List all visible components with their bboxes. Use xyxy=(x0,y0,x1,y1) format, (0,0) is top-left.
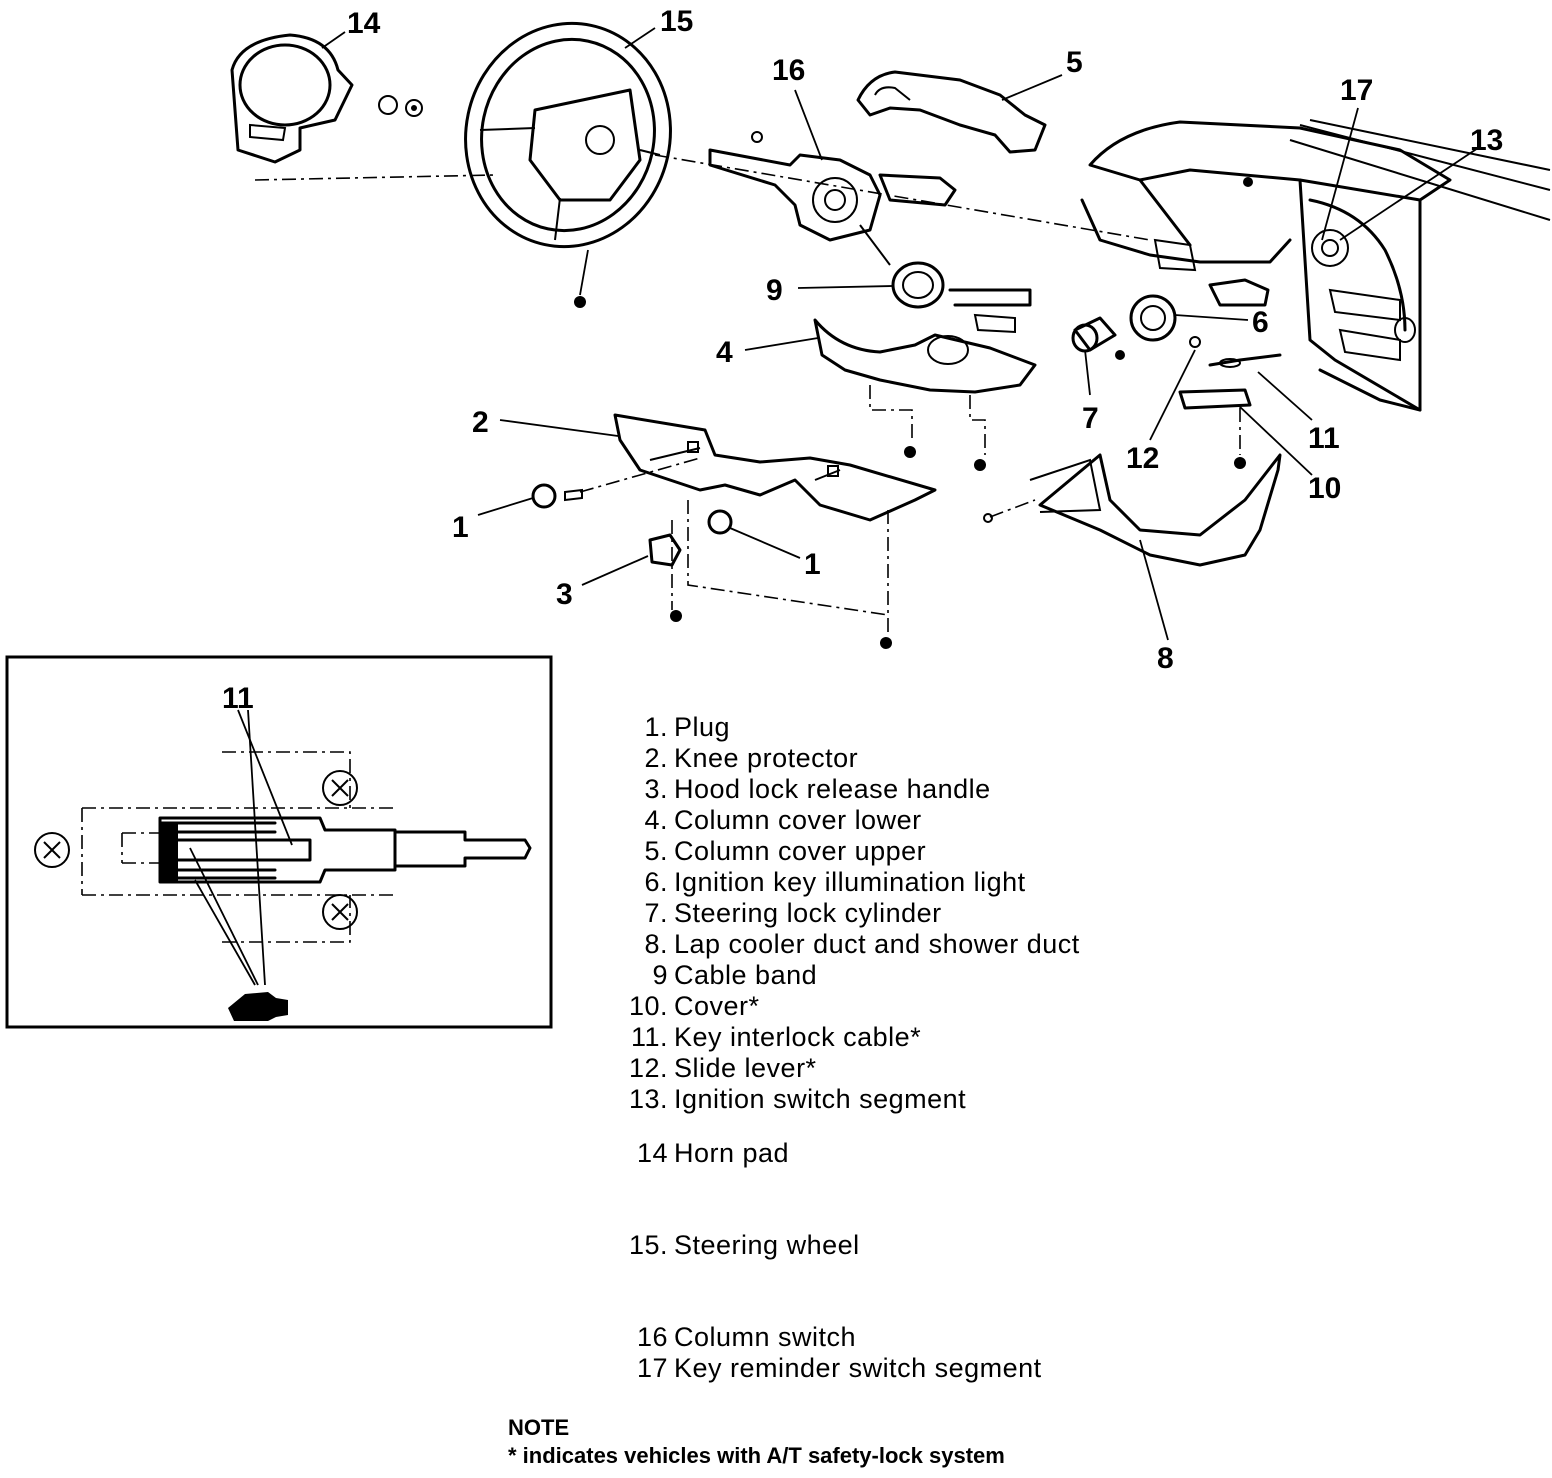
callout-3: 3 xyxy=(556,578,573,611)
legend-item: 6.Ignition key illumination light xyxy=(644,867,1026,897)
cover xyxy=(1178,388,1252,469)
column-cover-upper xyxy=(856,70,1047,154)
steering-lock-cylinder xyxy=(1071,316,1125,360)
legend-item: 2.Knee protector xyxy=(644,743,859,773)
key-interlock-cable xyxy=(1208,353,1282,368)
legend-item: 7.Steering lock cylinder xyxy=(644,898,942,928)
callout-14: 14 xyxy=(347,7,381,40)
legend-item: 8.Lap cooler duct and shower duct xyxy=(644,929,1080,959)
knee-protector xyxy=(579,413,937,522)
callout-13: 13 xyxy=(1470,124,1503,157)
callout-15: 15 xyxy=(660,5,693,38)
callout-5: 5 xyxy=(1066,46,1083,79)
wheel-nut-washer xyxy=(378,95,423,117)
callout-8: 8 xyxy=(1157,642,1174,675)
legend-item: 1.Plug xyxy=(644,712,731,742)
note-text: * indicates vehicles with A/T safety-loc… xyxy=(508,1443,1005,1468)
callout-12: 12 xyxy=(1126,442,1159,475)
legend-item: 12.Slide lever* xyxy=(628,1053,817,1083)
legend-item: 5.Column cover upper xyxy=(644,836,927,866)
column-cover-lower xyxy=(813,318,1037,471)
callout-9: 9 xyxy=(766,274,783,307)
note-heading: NOTE xyxy=(508,1415,570,1440)
plug-left xyxy=(531,483,583,509)
callout-4: 4 xyxy=(716,336,733,369)
note: NOTE * indicates vehicles with A/T safet… xyxy=(508,1414,1005,1470)
steering-wheel xyxy=(464,21,672,308)
cable-band xyxy=(891,261,1032,334)
legend-item: 11.Key interlock cable* xyxy=(630,1022,922,1052)
horn-pad xyxy=(230,33,354,164)
callout-10: 10 xyxy=(1308,472,1341,505)
slide-lever xyxy=(1189,336,1201,348)
instrument-panel xyxy=(1080,119,1551,412)
legend-item: 10.Cover* xyxy=(628,991,760,1021)
legend-item: 13.Ignition switch segment xyxy=(628,1084,967,1114)
inset-callout-11: 11 xyxy=(222,682,254,715)
callout-1-right: 1 xyxy=(804,548,821,581)
callout-16: 16 xyxy=(772,54,805,87)
leader-lines xyxy=(321,27,1479,641)
plug-right xyxy=(707,509,733,535)
ignition-key-illumination-light xyxy=(1129,278,1270,342)
callout-1-left: 1 xyxy=(452,511,469,544)
legend-item: 4.Column cover lower xyxy=(644,805,922,835)
lap-cooler-duct xyxy=(983,453,1282,567)
callout-7: 7 xyxy=(1082,402,1099,435)
inset-detail xyxy=(5,655,553,1029)
hood-lock-release-handle xyxy=(648,500,892,649)
callout-2: 2 xyxy=(472,406,489,439)
callout-6: 6 xyxy=(1252,306,1269,339)
callout-11: 11 xyxy=(1308,422,1340,455)
callout-17: 17 xyxy=(1340,74,1373,107)
column-switch xyxy=(708,131,957,266)
legend-item: 15.Steering wheel xyxy=(628,1230,860,1260)
legend-item: 3.Hood lock release handle xyxy=(644,774,991,804)
